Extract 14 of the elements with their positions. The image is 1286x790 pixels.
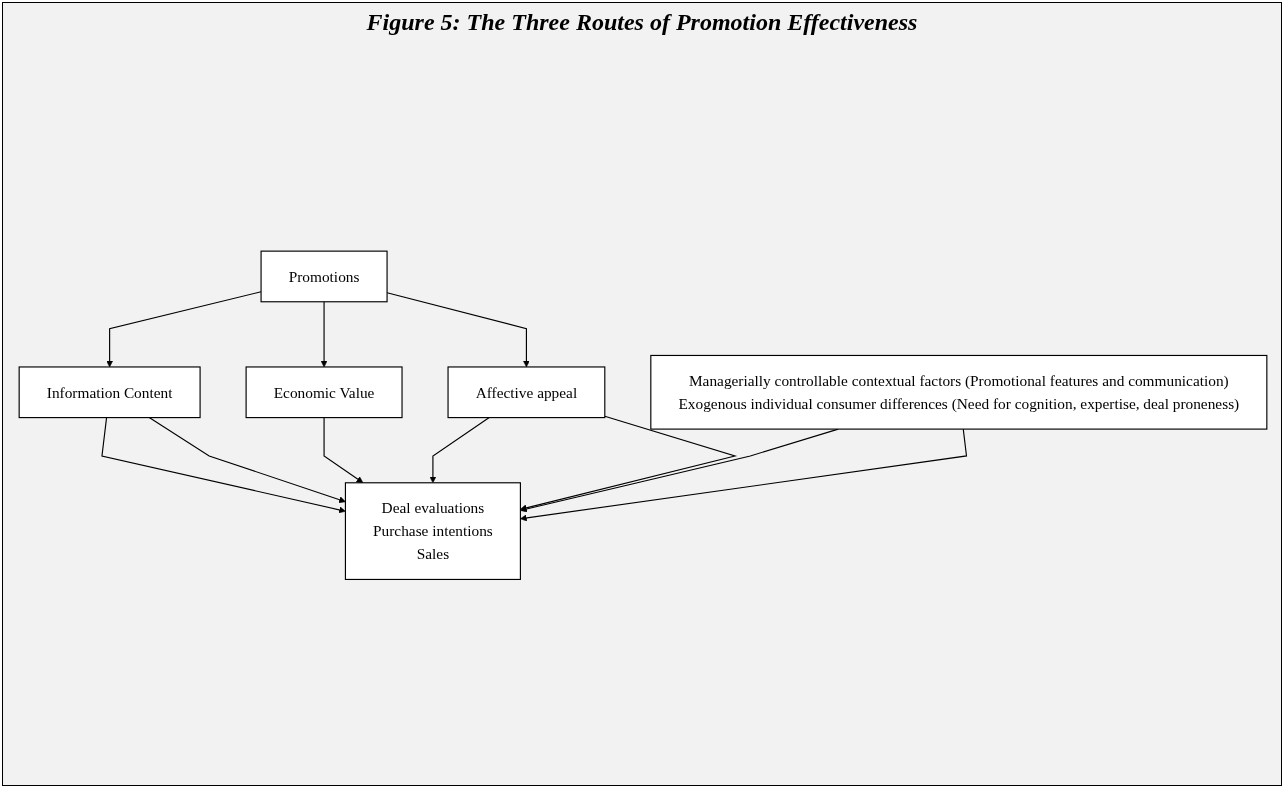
arrow [320,301,328,368]
node-box [650,355,1268,430]
node-box [245,366,403,419]
node-box [344,482,521,581]
figure-title: Figure 5: The Three Routes of Promotion Effectiveness [366,9,918,35]
arrow [323,417,364,484]
arrow [148,417,346,504]
arrow [520,428,968,522]
arrow [101,417,346,514]
node-box [260,250,388,303]
node-box [18,366,201,419]
arrow [429,417,490,484]
arrow [106,291,262,368]
node-box [447,366,606,419]
